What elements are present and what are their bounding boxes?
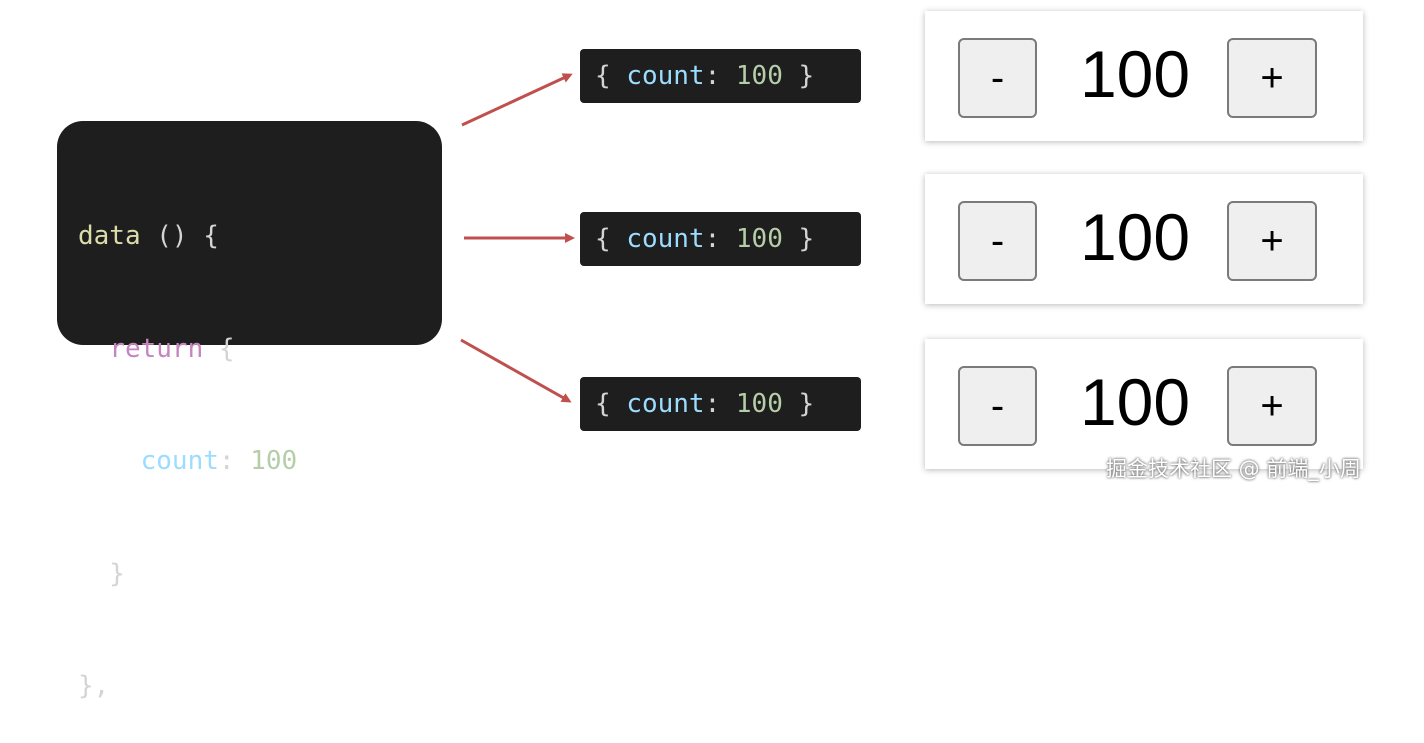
object-instance-2: { count: 100 }: [580, 212, 861, 266]
decrement-button[interactable]: -: [958, 201, 1037, 281]
object-count-property: count: [626, 389, 705, 419]
object-colon: :: [704, 224, 736, 254]
object-count-value: 100: [735, 224, 783, 254]
object-count-property: count: [626, 224, 705, 254]
code-function-name: data: [78, 221, 141, 251]
code-line-3: count: 100: [78, 443, 442, 481]
increment-button[interactable]: +: [1227, 201, 1317, 281]
object-open-brace: {: [595, 389, 627, 419]
counter-value: 100: [1079, 365, 1191, 439]
counter-value: 100: [1079, 37, 1191, 111]
code-line-2: return {: [78, 331, 442, 369]
object-instance-3: { count: 100 }: [580, 377, 861, 431]
increment-button[interactable]: +: [1227, 366, 1317, 446]
object-colon: :: [704, 61, 736, 91]
counter-component-2: - 100 +: [925, 174, 1363, 304]
code-colon: :: [218, 446, 251, 476]
object-instance-1: { count: 100 }: [580, 49, 861, 103]
object-open-brace: {: [595, 224, 627, 254]
decrement-button[interactable]: -: [958, 366, 1037, 446]
code-open-brace: {: [203, 333, 235, 364]
code-count-property: count: [140, 446, 219, 476]
decrement-button[interactable]: -: [958, 38, 1037, 118]
object-count-value: 100: [735, 389, 783, 419]
code-line-4: }: [78, 558, 125, 589]
counter-component-1: - 100 +: [925, 11, 1363, 141]
code-line-5: },: [78, 671, 110, 701]
counter-value: 100: [1079, 200, 1191, 274]
arrow-to-object-3: [460, 338, 572, 403]
arrows-layer: [460, 73, 575, 403]
code-count-value: 100: [250, 446, 298, 476]
object-close-brace: }: [782, 61, 815, 91]
object-count-property: count: [626, 61, 705, 91]
object-count-value: 100: [735, 61, 783, 91]
code-line-1: data () {: [78, 218, 442, 256]
object-close-brace: }: [782, 389, 815, 419]
counter-component-3: - 100 +: [925, 339, 1363, 469]
code-return-keyword: return: [109, 333, 204, 364]
object-open-brace: {: [595, 61, 627, 91]
arrow-to-object-1: [461, 73, 573, 127]
watermark-text: 掘金技术社区 @ 前端_小周: [1106, 457, 1361, 481]
data-function-code-block: data () { return { count: 100 } },: [57, 121, 442, 701]
code-function-signature: () {: [140, 221, 219, 251]
object-close-brace: }: [782, 224, 815, 254]
object-colon: :: [704, 389, 736, 419]
increment-button[interactable]: +: [1227, 38, 1317, 118]
